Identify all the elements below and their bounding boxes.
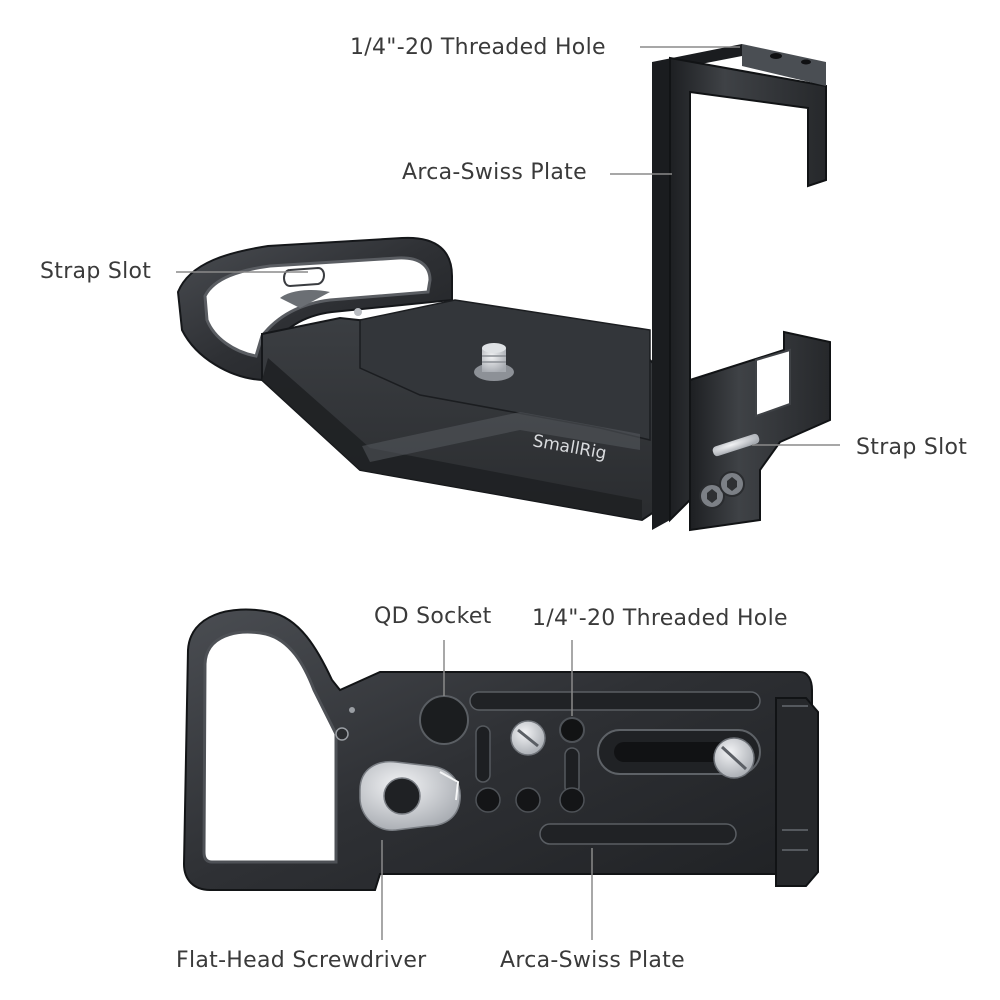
threaded-hole-bottom (559, 717, 585, 743)
top-upright (652, 44, 831, 532)
label-threaded-hole-bottom: 1/4"-20 Threaded Hole (532, 606, 788, 631)
top-base-plate (261, 299, 661, 522)
label-screwdriver: Flat-Head Screwdriver (176, 948, 427, 973)
label-qd-socket: QD Socket (374, 604, 492, 629)
top-grip-loop (176, 236, 453, 382)
bottom-plate-body (182, 608, 813, 891)
arca-slot-bottom (539, 823, 737, 845)
flat-head-screwdriver (359, 760, 461, 831)
top-bracket-view (176, 44, 840, 532)
top-left-strap-slot (283, 266, 325, 288)
top-right-strap-slot (712, 433, 760, 457)
qd-socket (419, 695, 469, 745)
label-strap-slot-right: Strap Slot (856, 435, 968, 460)
label-threaded-hole-top: 1/4"-20 Threaded Hole (350, 35, 606, 60)
label-arca-plate-bottom: Arca-Swiss Plate (500, 948, 685, 973)
bottom-dovetail-end (775, 697, 819, 887)
label-strap-slot-left: Strap Slot (40, 259, 152, 284)
label-arca-plate-top: Arca-Swiss Plate (402, 160, 587, 185)
top-mount-screw (474, 343, 514, 381)
bottom-plate-view (182, 608, 819, 940)
